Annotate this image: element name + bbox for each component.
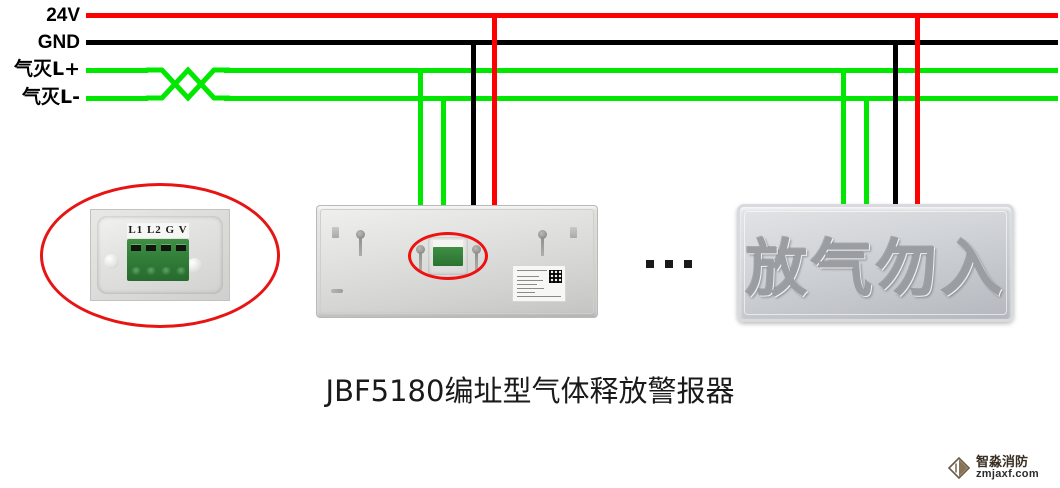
terminal-screw-1-icon	[131, 267, 142, 275]
sticker-line	[517, 288, 544, 289]
callout-ellipse-icon	[40, 183, 280, 328]
wire-loop-positive-left	[86, 68, 148, 73]
sticker-line	[517, 270, 547, 271]
watermark: 智淼消防 zmjaxf.com	[946, 452, 1056, 484]
wire-loop-positive-right	[224, 68, 1058, 73]
sticker-line	[517, 280, 543, 281]
drop-wire-device1-gnd	[471, 40, 476, 210]
terminal-screw-3-icon	[161, 267, 172, 275]
device-notch-bottom-left	[331, 289, 343, 293]
drop-wire-device1-24v	[492, 13, 497, 210]
ellipsis-dot	[684, 260, 692, 268]
bus-label-24v: 24V	[46, 5, 80, 26]
drop-wire-device1-l2	[441, 96, 446, 210]
ellipsis-dot	[646, 260, 654, 268]
mounting-screw-right-icon	[187, 258, 202, 273]
device-vent-right	[570, 227, 577, 238]
terminal-closeup-callout: L1 L2 G V	[40, 183, 280, 328]
terminal-screw-4-icon	[176, 267, 187, 275]
terminal-connector	[127, 239, 189, 281]
mounting-keyhole-left-icon	[356, 230, 365, 256]
ellipsis-dot	[665, 260, 673, 268]
terminal-screw-2-icon	[146, 267, 157, 275]
wire-24v-bus	[86, 13, 1058, 18]
terminal-pin-labels: L1 L2 G V	[127, 223, 189, 238]
device-vent-left	[332, 227, 339, 238]
drop-wire-device2-l1	[841, 68, 846, 209]
bus-label-loop-negative: 气灭L-	[22, 86, 80, 108]
gas-release-alarm-device	[316, 205, 598, 318]
device-rim	[320, 209, 594, 314]
mounting-keyhole-right-icon	[538, 230, 547, 256]
twisted-pair-crossover	[146, 66, 230, 102]
terminal-slot-3	[161, 244, 171, 251]
drop-wire-device1-l1	[418, 68, 423, 210]
sign-text: 放气勿入	[745, 232, 1006, 305]
sign-inner-bevel	[744, 211, 1007, 315]
bus-label-loop-positive: 气灭L+	[13, 58, 80, 80]
wire-gnd-bus	[86, 40, 1058, 45]
sticker-line	[517, 284, 537, 285]
watermark-brand-name: 智淼消防	[976, 455, 1029, 470]
terminal-slot-1	[131, 244, 141, 251]
drop-wire-device2-24v	[915, 13, 920, 209]
terminal-slot-4	[176, 244, 186, 251]
sticker-line	[517, 296, 561, 297]
watermark-text-group: 智淼消防 zmjaxf.com	[976, 456, 1039, 480]
gas-discharge-warning-sign: 放气勿入	[737, 204, 1014, 322]
device-spec-sticker	[512, 265, 566, 302]
more-devices-ellipsis	[646, 260, 692, 268]
brand-logo-icon	[947, 456, 971, 480]
bus-label-gnd: GND	[37, 32, 80, 53]
sticker-line	[517, 276, 539, 277]
watermark-url: zmjaxf.com	[976, 468, 1039, 480]
wire-loop-negative-right	[224, 96, 1058, 101]
sticker-line	[517, 292, 535, 293]
qr-code-icon	[549, 270, 562, 283]
drop-wire-device2-gnd	[893, 40, 898, 209]
device-terminal-highlight-ellipse-icon	[408, 232, 488, 280]
wire-loop-negative-left	[86, 96, 148, 101]
terminal-closeup-photo: L1 L2 G V	[90, 209, 230, 301]
sign-housing	[737, 204, 1014, 322]
terminal-slot-2	[146, 244, 156, 251]
mounting-screw-left-icon	[104, 254, 119, 269]
diagram-caption: JBF5180编址型气体释放警报器	[325, 374, 735, 408]
drop-wire-device2-l2	[864, 96, 869, 209]
